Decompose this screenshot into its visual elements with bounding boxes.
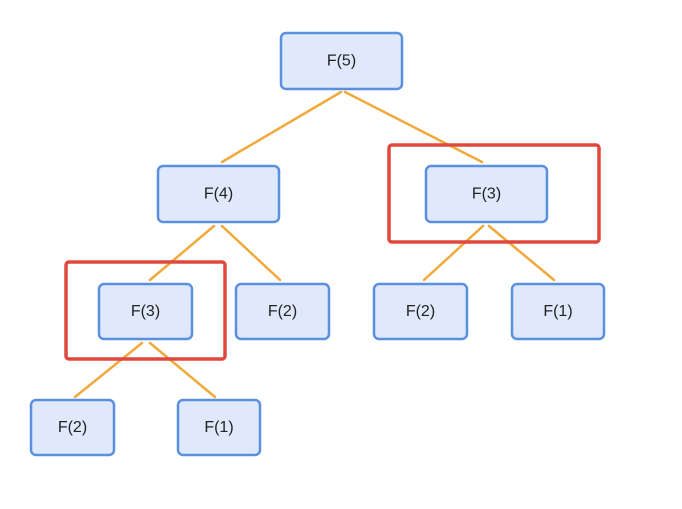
- node-label: F(3): [131, 303, 160, 320]
- node-box: [510, 282, 606, 341]
- edge-f4-f2-mid: [220, 224, 282, 282]
- node-label: F(4): [204, 186, 233, 203]
- node-box: [424, 164, 549, 224]
- edge-f3-left-f1: [148, 341, 217, 399]
- node-label: F(2): [58, 419, 87, 436]
- highlight-frame-f3-left: [64, 260, 227, 361]
- node-label: F(2): [406, 303, 435, 320]
- node-label: F(1): [204, 419, 233, 436]
- node-label: F(3): [472, 186, 501, 203]
- node-box: [234, 282, 331, 341]
- node-label: F(2): [268, 303, 297, 320]
- tree-node-f1-bottom: F(1): [176, 398, 262, 457]
- edge-f4-f3-left: [148, 224, 216, 282]
- tree-node-f2-bottom: F(2): [29, 398, 116, 457]
- node-box: [279, 31, 404, 91]
- edge-f3-right-f2: [422, 224, 485, 282]
- node-label: F(5): [327, 53, 356, 70]
- node-box: [156, 164, 281, 224]
- tree-node-f2-right: F(2): [372, 282, 469, 341]
- node-box: [372, 282, 469, 341]
- edge-f3-right-f1: [487, 224, 556, 282]
- tree-node-f3-right: F(3): [424, 164, 549, 224]
- highlight-frame-f3-right: [387, 143, 601, 244]
- tree-node-f1-right: F(1): [510, 282, 606, 341]
- node-label: F(1): [543, 303, 572, 320]
- node-box: [176, 398, 262, 457]
- edge-f5-f4: [220, 90, 343, 164]
- tree-node-f5: F(5): [279, 31, 404, 91]
- edge-f5-f3-right: [343, 90, 484, 164]
- tree-node-f4: F(4): [156, 164, 281, 224]
- tree-node-f2-mid: F(2): [234, 282, 331, 341]
- tree-edges: [73, 90, 556, 399]
- node-box: [97, 282, 194, 341]
- tree-node-f3-left: F(3): [97, 282, 194, 341]
- node-box: [29, 398, 116, 457]
- edge-f3-left-f2: [73, 341, 144, 399]
